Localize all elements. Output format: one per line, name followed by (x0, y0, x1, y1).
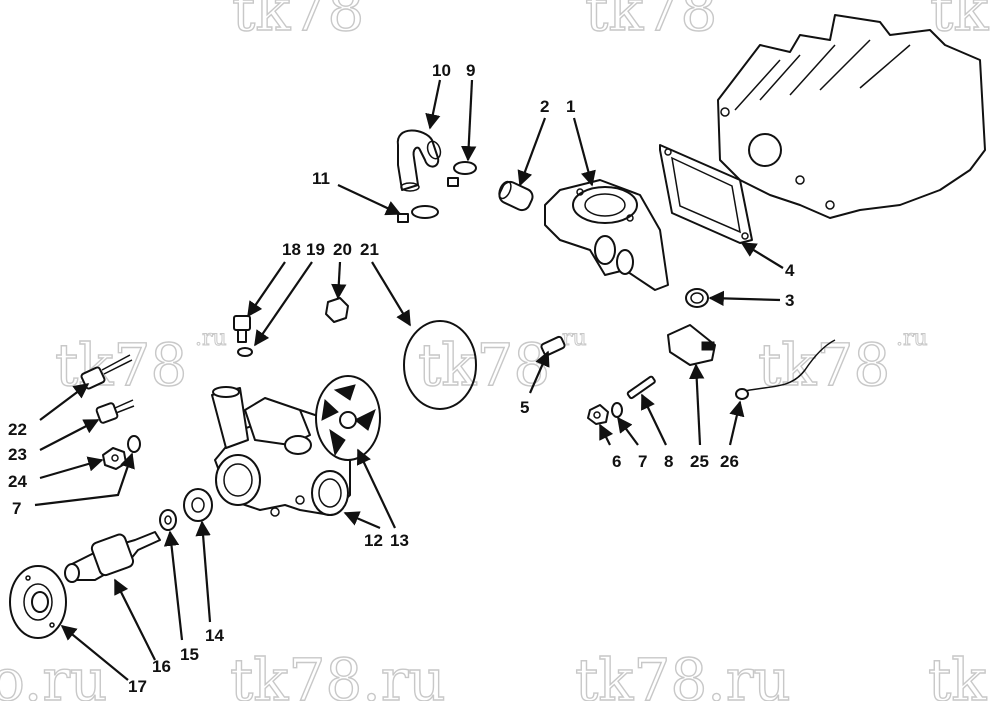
watermark: o.ru (0, 646, 107, 701)
callout-20: 20 (333, 240, 352, 259)
watermark: tk78.ru (575, 646, 791, 701)
callout-2: 2 (540, 97, 549, 116)
callout-16: 16 (152, 657, 171, 676)
watermark: tk78 (585, 0, 717, 44)
watermark-suffix: .ru (195, 326, 227, 351)
bushing (498, 180, 534, 212)
watermark: tk78 (758, 331, 890, 399)
callout-4: 4 (785, 261, 795, 280)
callout-3: 3 (785, 291, 794, 310)
callout-8: 8 (664, 452, 673, 471)
callout-24: 24 (8, 472, 27, 491)
callout-7: 7 (638, 452, 647, 471)
watermark: tk78 (232, 0, 364, 44)
callout-13: 13 (390, 531, 409, 550)
pulley-flange (9, 565, 67, 639)
small-hardware-right (587, 375, 656, 425)
seal-washer (159, 488, 213, 531)
watermark: tk78 (418, 331, 550, 399)
callout-5: 5 (520, 398, 529, 417)
callout-11: 11 (312, 169, 330, 188)
thermostat-housing (544, 179, 669, 291)
callout-26: 26 (720, 452, 739, 471)
gasket (659, 144, 753, 244)
callout-19: 19 (306, 240, 325, 259)
callout-7: 7 (12, 499, 21, 518)
hose-clamp (447, 161, 477, 187)
callout-9: 9 (466, 61, 475, 80)
callout-21: 21 (360, 240, 379, 259)
plug (685, 288, 709, 308)
callout-15: 15 (180, 645, 199, 664)
watermark-suffix: .ru (896, 326, 928, 351)
shaft-bearing (64, 531, 161, 583)
callout-12: 12 (364, 531, 383, 550)
callout-10: 10 (432, 61, 451, 80)
hose-clamp-small (397, 205, 439, 223)
callout-22: 22 (8, 420, 27, 439)
callout-23: 23 (8, 445, 27, 464)
hose (396, 129, 442, 192)
temperature-sender (667, 324, 716, 366)
impeller (315, 375, 381, 461)
callout-14: 14 (205, 626, 224, 645)
o-ring (403, 320, 477, 410)
watermark: tk (930, 0, 989, 44)
watermark: tk78.ru (230, 646, 446, 701)
engine-block (717, 14, 986, 219)
callout-17: 17 (128, 677, 147, 696)
watermark: tk (928, 646, 987, 701)
callout-1: 1 (566, 97, 575, 116)
bolt-washer-plug (233, 297, 349, 357)
callout-6: 6 (612, 452, 621, 471)
sensor-wire (735, 339, 836, 400)
water-pump-body (211, 386, 351, 517)
callout-25: 25 (690, 452, 709, 471)
callout-18: 18 (282, 240, 301, 259)
leader-arrows (34, 79, 784, 681)
callout-labels: 1 2 3 4 5 6 7 7 8 9 10 11 12 13 14 15 16… (8, 61, 795, 696)
